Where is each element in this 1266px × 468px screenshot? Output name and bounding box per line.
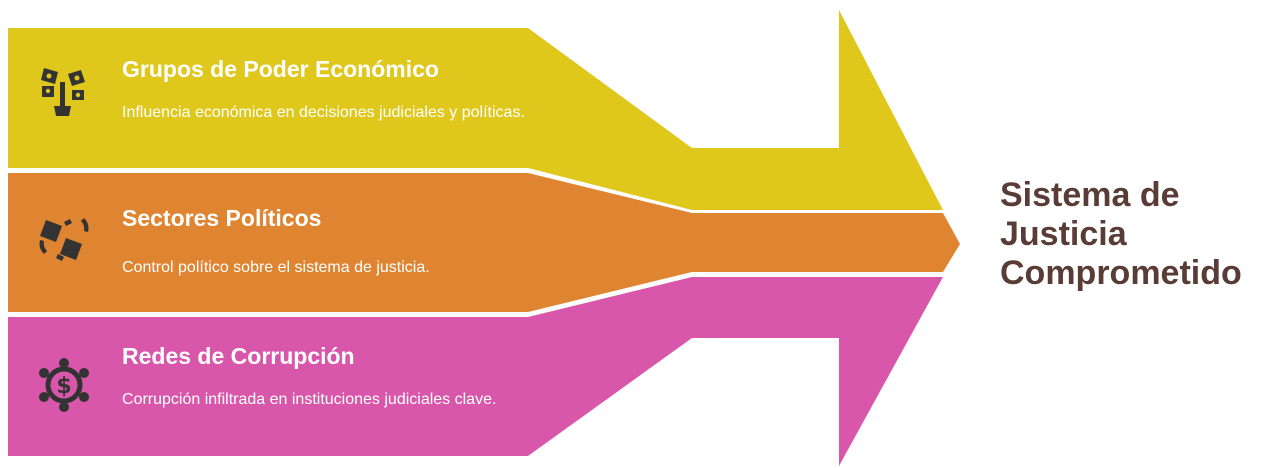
band-grupos-shape <box>8 10 943 210</box>
result-line: Comprometido <box>1000 254 1242 292</box>
dollar-network-icon: $ <box>34 355 94 415</box>
band-redes-shape <box>8 277 943 466</box>
band-sectores-title: Sectores Políticos <box>122 205 322 231</box>
result-line: Sistema de <box>1000 176 1180 214</box>
handshake-icon <box>34 210 94 270</box>
band-sectores-description: Control político sobre el sistema de jus… <box>122 259 430 276</box>
band-redes-title: Redes de Corrupción <box>122 343 355 369</box>
result-label: Sistema de Justicia Comprometido <box>1000 176 1266 293</box>
band-redes-description: Corrupción infiltrada en instituciones j… <box>122 391 497 408</box>
band-grupos-description: Influencia económica en decisiones judic… <box>122 104 525 121</box>
band-grupos-title: Grupos de Poder Económico <box>122 56 439 82</box>
result-line: Justicia <box>1000 215 1127 253</box>
plant-with-money-icon <box>34 60 94 120</box>
band-sectores-shape <box>8 173 960 312</box>
svg-text:$: $ <box>56 374 71 399</box>
